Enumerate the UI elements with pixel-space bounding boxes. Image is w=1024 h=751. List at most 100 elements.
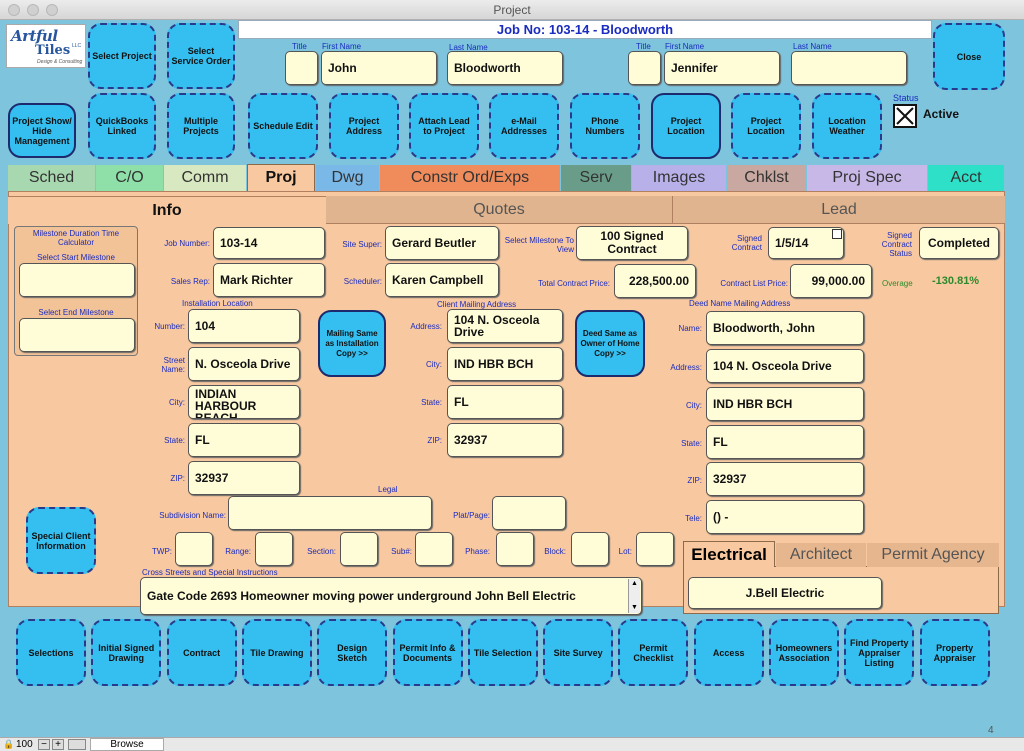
sales-rep-field[interactable]: Mark Richter [213, 263, 325, 297]
lot-field[interactable] [636, 532, 674, 566]
close-button[interactable]: Close [933, 23, 1005, 90]
cross-streets-scrollbar[interactable]: ▲ ▼ [628, 579, 640, 613]
scroll-up-icon[interactable]: ▲ [631, 580, 638, 587]
job-number-field[interactable]: 103-14 [213, 227, 325, 259]
title-field-2[interactable] [628, 51, 661, 85]
section-field[interactable] [340, 532, 378, 566]
deed-same-as-owner-button[interactable]: Deed Same as Owner of Home Copy >> [575, 310, 645, 377]
close-window-icon[interactable] [8, 4, 20, 16]
first-name-field[interactable]: John [321, 51, 437, 85]
zoom-in-icon[interactable]: + [52, 739, 64, 750]
install-zip-field[interactable]: 32937 [188, 461, 300, 495]
title-field[interactable] [285, 51, 318, 85]
tab-images[interactable]: Images [632, 165, 726, 191]
email-addresses-button[interactable]: e-Mail Addresses [489, 93, 559, 159]
contract-button[interactable]: Contract [166, 619, 237, 686]
phone-numbers-button[interactable]: Phone Numbers [570, 93, 640, 159]
find-property-appraiser-listing-button[interactable]: Find Property Appraiser Listing [844, 619, 915, 686]
phase-field[interactable] [496, 532, 534, 566]
start-milestone-field[interactable] [19, 263, 135, 297]
multiple-projects-button[interactable]: Multiple Projects [167, 93, 235, 159]
subtab-info[interactable]: Info [8, 196, 326, 224]
subtab-lead[interactable]: Lead [672, 196, 1005, 224]
quickbooks-linked-button[interactable]: QuickBooks Linked [88, 93, 156, 159]
selections-button[interactable]: Selections [16, 619, 86, 686]
schedule-edit-button[interactable]: Schedule Edit [248, 93, 318, 159]
site-super-field[interactable]: Gerard Beutler [385, 226, 499, 260]
tab-serv[interactable]: Serv [561, 165, 631, 191]
initial-signed-drawing-button[interactable]: Initial Signed Drawing [91, 619, 162, 686]
select-service-order-button[interactable]: Select Service Order [167, 23, 235, 89]
milestone-view-field[interactable]: 100 Signed Contract [576, 226, 688, 260]
tab-chklst[interactable]: Chklst [727, 165, 806, 191]
deed-zip-field[interactable]: 32937 [706, 462, 864, 496]
signed-contract-date-field[interactable]: 1/5/14 [768, 227, 844, 259]
attach-lead-button[interactable]: Attach Lead to Project [409, 93, 479, 159]
location-weather-button[interactable]: Location Weather [812, 93, 882, 159]
project-location-button[interactable]: Project Location [651, 93, 721, 159]
toggle-toolbar-icon[interactable] [68, 739, 86, 750]
scroll-down-icon[interactable]: ▼ [631, 604, 638, 611]
contacts-tab-permit-agency[interactable]: Permit Agency [867, 543, 999, 567]
tab-dwg[interactable]: Dwg [316, 165, 379, 191]
plat-page-field[interactable] [492, 496, 566, 530]
last-name-field-2[interactable] [791, 51, 907, 85]
contacts-tab-architect[interactable]: Architect [776, 543, 866, 567]
contacts-tab-electrical[interactable]: Electrical [683, 541, 775, 567]
project-address-button[interactable]: Project Address [329, 93, 399, 159]
twp-field[interactable] [175, 532, 213, 566]
tab-c-o[interactable]: C/O [96, 165, 163, 191]
block-field[interactable] [571, 532, 609, 566]
client-city-field[interactable]: IND HBR BCH [447, 347, 563, 381]
tab-acct[interactable]: Acct [928, 165, 1004, 191]
contract-list-price-field[interactable]: 99,000.00 [790, 264, 872, 298]
access-button[interactable]: Access [693, 619, 764, 686]
homeowners-association-button[interactable]: Homeowners Association [769, 619, 839, 686]
tab-proj[interactable]: Proj [247, 164, 315, 192]
end-milestone-field[interactable] [19, 318, 135, 352]
project-show-hide-management-button[interactable]: Project Show/ Hide Management [8, 103, 76, 158]
zoom-out-icon[interactable]: − [38, 739, 50, 750]
tab-sched[interactable]: Sched [8, 165, 95, 191]
total-contract-price-field[interactable]: 228,500.00 [614, 264, 696, 298]
deed-tele-field[interactable]: () - [706, 500, 864, 534]
install-city-field[interactable]: INDIAN HARBOUR BEACH [188, 385, 300, 419]
project-location-button-2[interactable]: Project Location [731, 93, 801, 159]
deed-city-field[interactable]: IND HBR BCH [706, 387, 864, 421]
subdivision-field[interactable] [228, 496, 432, 530]
calendar-icon[interactable] [832, 229, 842, 239]
mode-indicator[interactable]: Browse [90, 738, 164, 751]
install-number-field[interactable]: 104 [188, 309, 300, 343]
status-checkbox[interactable] [893, 104, 917, 128]
select-project-button[interactable]: Select Project [88, 23, 156, 89]
client-address-field[interactable]: 104 N. Osceola Drive [447, 309, 563, 343]
tab-comm[interactable]: Comm [164, 165, 246, 191]
special-client-information-button[interactable]: Special Client Information [26, 507, 96, 574]
install-state-field[interactable]: FL [188, 423, 300, 457]
property-appraiser-button[interactable]: Property Appraiser [919, 619, 990, 686]
range-field[interactable] [255, 532, 293, 566]
site-survey-button[interactable]: Site Survey [543, 619, 614, 686]
design-sketch-button[interactable]: Design Sketch [317, 619, 388, 686]
tile-drawing-button[interactable]: Tile Drawing [241, 619, 312, 686]
sub-number-field[interactable] [415, 532, 453, 566]
client-state-field[interactable]: FL [447, 385, 563, 419]
electrical-contact-field[interactable]: J.Bell Electric [688, 577, 882, 609]
tab-constr-ord-exps[interactable]: Constr Ord/Exps [380, 165, 560, 191]
zoom-window-icon[interactable] [46, 4, 58, 16]
cross-streets-field[interactable]: Gate Code 2693 Homeowner moving power un… [140, 577, 642, 615]
permit-checklist-button[interactable]: Permit Checklist [618, 619, 689, 686]
install-street-field[interactable]: N. Osceola Drive [188, 347, 300, 381]
subtab-quotes[interactable]: Quotes [326, 196, 672, 224]
first-name-field-2[interactable]: Jennifer [664, 51, 780, 85]
client-zip-field[interactable]: 32937 [447, 423, 563, 457]
minimize-window-icon[interactable] [27, 4, 39, 16]
mailing-same-as-installation-button[interactable]: Mailing Same as Installation Copy >> [318, 310, 386, 377]
tab-proj-spec[interactable]: Proj Spec [807, 165, 927, 191]
zoom-level[interactable]: 100 [16, 739, 33, 750]
deed-state-field[interactable]: FL [706, 425, 864, 459]
last-name-field[interactable]: Bloodworth [447, 51, 563, 85]
deed-name-field[interactable]: Bloodworth, John [706, 311, 864, 345]
deed-address-field[interactable]: 104 N. Osceola Drive [706, 349, 864, 383]
permit-info-documents-button[interactable]: Permit Info & Documents [392, 619, 463, 686]
